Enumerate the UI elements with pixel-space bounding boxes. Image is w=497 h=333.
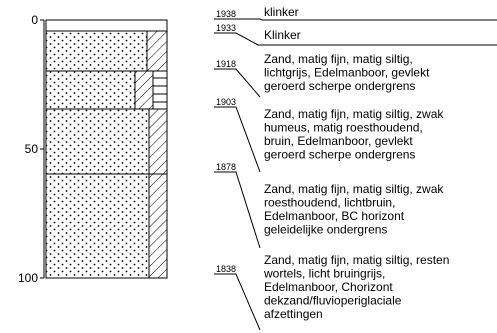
layer-2-fill [46,71,135,109]
soil-column [46,20,167,278]
depth-tick-label-0: 0 [31,13,38,27]
description-layer-2: Zand, matig fijn, matig siltig, lichtgri… [264,52,433,93]
layer-4-fill [46,174,149,278]
depth-label-layer-4: 1878 [216,162,236,172]
layer-3-hatch [149,109,167,174]
description-layer-4: Zand, matig fijn, matig siltig, zwak roe… [264,182,447,237]
layer-0-fill [46,20,167,31]
depth-label-layer-1: 1933 [216,23,236,33]
layer-1-hatch [147,31,167,71]
layer-4-hatch [149,174,167,278]
leader-line-layer-1 [214,33,497,45]
leader-line-layer-4 [214,172,260,248]
leader-line-layer-2 [214,69,260,97]
description-layer-5: Zand, matig fijn, matig siltig, resten w… [263,253,453,321]
depth-label-layer-2: 1918 [216,59,236,69]
depth-tick-label-100: 100 [18,271,38,285]
annotation-layer-2: 1918 Zand, matig fijn, matig siltig, lic… [214,52,433,97]
leader-line-layer-5 [214,274,260,330]
description-layer-0: klinker [264,5,299,19]
depth-tick-label-50: 50 [25,142,39,156]
depth-label-layer-3: 1903 [216,97,236,107]
leader-line-layer-0 [214,19,497,20]
description-layer-3: Zand, matig fijn, matig siltig, zwak hum… [264,107,447,162]
description-layer-1: Klinker [264,28,301,42]
layer-3-fill [46,109,149,174]
depth-axis: 0 50 100 [18,13,44,285]
depth-label-layer-0: 1938 [216,9,236,19]
annotation-layer-0: 1938 klinker [214,5,497,20]
layer-2-stripes [153,71,167,109]
annotation-layer-1: 1933 Klinker [214,23,497,45]
layer-2-hatch [135,71,153,109]
depth-label-layer-5: 1838 [216,264,236,274]
annotation-layer-3: 1903 Zand, matig fijn, matig siltig, zwa… [214,97,447,172]
layer-annotations: 1938 klinker 1933 Klinker 1918 Zand, mat… [214,5,497,330]
layer-1-fill [46,31,147,71]
annotation-layer-4: 1878 Zand, matig fijn, matig siltig, zwa… [214,162,447,248]
annotation-layer-5: 1838 Zand, matig fijn, matig siltig, res… [214,253,453,330]
